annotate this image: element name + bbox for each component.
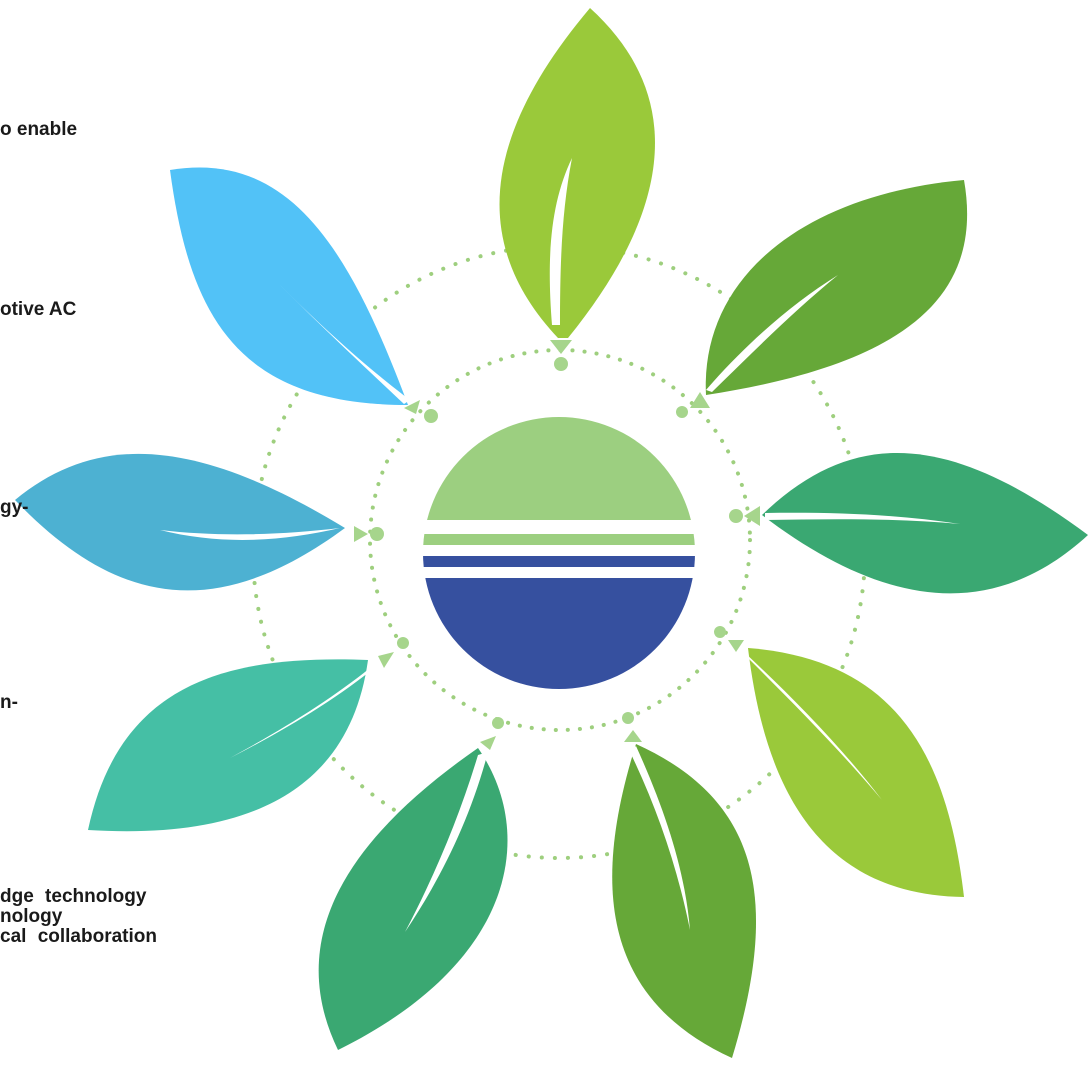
side-label-5-line-1: dge technology [0, 886, 147, 907]
connector-dot [622, 712, 634, 724]
arrow-icon [744, 506, 760, 526]
arrow-icon [378, 652, 394, 668]
leaf-lower-left-vein [230, 665, 378, 758]
leaf-icon [15, 453, 345, 591]
connector-dot [492, 717, 504, 729]
leaf-lower-right-vein [744, 652, 882, 800]
arrow-icon [690, 392, 710, 408]
leaf-right-body [762, 452, 1088, 594]
leaf-icon [705, 180, 968, 395]
side-label-5-line-2: nology [0, 906, 63, 927]
connector-markers [354, 340, 760, 750]
arrow-icon [624, 730, 642, 742]
leaf-bottom-left-vein [405, 752, 488, 932]
leaf-upper-right-body [705, 180, 968, 395]
leaf-icon [88, 659, 378, 832]
connector-dot [397, 637, 409, 649]
arrow-icon [480, 736, 496, 750]
leaf-upper-left-vein [280, 285, 410, 404]
semicircle-sunrise-logo-icon [423, 417, 695, 689]
connector-dot [370, 527, 384, 541]
connector-dot [729, 509, 743, 523]
leaf-right-vein [765, 512, 960, 524]
leaf-left-body [15, 453, 345, 591]
connector-dot [714, 626, 726, 638]
side-label-5: dge technology nology cal collaboration [0, 887, 157, 947]
leaf-icon [612, 744, 757, 1058]
side-label-2: otive AC [0, 299, 77, 320]
leaf-icon [762, 452, 1088, 594]
leaf-icon [318, 748, 508, 1050]
connector-dot [424, 409, 438, 423]
connector-dot [554, 357, 568, 371]
arrow-icon [550, 340, 572, 354]
leaf-top-body [499, 8, 655, 338]
arrow-icon [354, 526, 368, 542]
leaf-lower-right-body [748, 648, 964, 897]
leaf-icon [499, 8, 655, 338]
leaf-icon [170, 167, 410, 405]
arrow-icon [728, 640, 744, 652]
leaf-left-vein [160, 528, 340, 540]
side-label-3: gy- [0, 497, 29, 518]
leaf-bottom-left-body [318, 748, 508, 1050]
leaf-upper-left-body [170, 167, 408, 405]
leaf-icon [744, 648, 964, 897]
leaf-upper-right-vein [706, 275, 838, 392]
connector-dot [676, 406, 688, 418]
leaf-lower-left-body [88, 659, 368, 832]
side-label-4: n- [0, 692, 18, 713]
leaf-top-vein [549, 158, 572, 325]
arrow-icon [404, 400, 420, 414]
side-label-5-line-3: cal collaboration [0, 926, 157, 947]
leaf-bottom-right-vein [630, 746, 690, 930]
side-label-1: o enable [0, 119, 78, 140]
